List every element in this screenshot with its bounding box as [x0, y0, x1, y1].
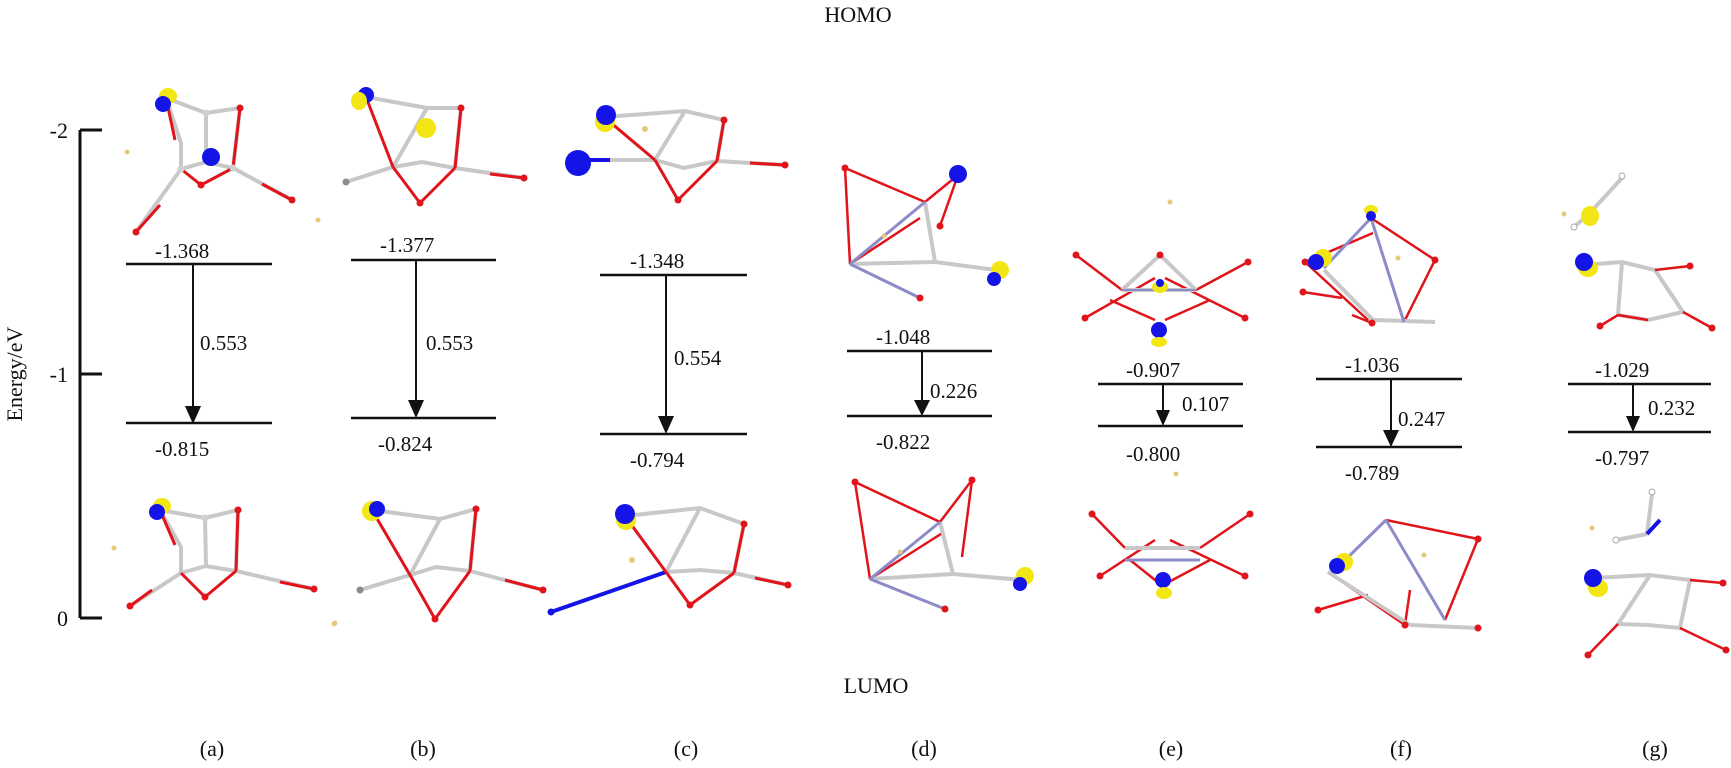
lumo-value: -0.815 — [155, 437, 209, 461]
gap-arrowhead — [914, 400, 930, 416]
gap-arrowhead — [1383, 430, 1399, 447]
panel-g: -1.029 -0.797 0.232 (g) — [1568, 358, 1711, 761]
homo-value: -0.907 — [1126, 358, 1180, 382]
molecule-d-lumo — [851, 476, 1034, 613]
lumo-value: -0.797 — [1595, 446, 1649, 470]
homo-title: HOMO — [824, 2, 891, 27]
panel-label: (f) — [1390, 736, 1412, 761]
homo-value: -1.048 — [876, 325, 930, 349]
panel-b: -1.377 -0.824 0.553 (b) — [351, 233, 496, 761]
molecule-e-homo — [1072, 199, 1252, 347]
molecule-a-lumo — [111, 498, 337, 627]
molecule-g-lumo — [1584, 488, 1730, 659]
axis-label: Energy/eV — [2, 326, 27, 421]
panel-label: (c) — [674, 736, 698, 761]
gap-value: 0.553 — [200, 331, 247, 355]
panel-a: -1.368 -0.815 0.553 (a) — [126, 239, 272, 761]
molecule-d-homo — [841, 164, 1009, 302]
lumo-value: -0.824 — [378, 432, 433, 456]
panel-e: -0.907 -0.800 0.107 (e) — [1098, 358, 1243, 761]
axis-tick-label: -1 — [50, 362, 68, 387]
axis-tick-label: 0 — [57, 606, 68, 631]
panel-label: (g) — [1642, 736, 1668, 761]
molecule-g-homo — [1561, 172, 1716, 332]
panel-label: (b) — [410, 736, 436, 761]
molecule-a-homo — [124, 88, 321, 236]
homo-value: -1.368 — [155, 239, 209, 263]
gap-arrowhead — [1626, 416, 1640, 432]
molecule-f-homo — [1299, 205, 1439, 327]
gap-value: 0.226 — [930, 379, 977, 403]
panel-label: (a) — [200, 736, 224, 761]
gap-arrowhead — [658, 416, 674, 434]
panel-label: (e) — [1159, 736, 1183, 761]
molecule-drawings — [111, 87, 1730, 659]
panel-c: -1.348 -0.794 0.554 (c) — [600, 249, 747, 761]
axis-tick-label: -2 — [50, 118, 68, 143]
molecule-b-homo — [342, 87, 528, 207]
gap-value: 0.247 — [1398, 407, 1445, 431]
molecule-c-lumo — [547, 504, 792, 616]
energy-axis: -2 -1 0 Energy/eV — [2, 118, 102, 631]
homo-value: -1.377 — [380, 233, 434, 257]
homo-value: -1.029 — [1595, 358, 1649, 382]
molecule-b-lumo — [332, 501, 547, 626]
panel-f: -1.036 -0.789 0.247 (f) — [1316, 353, 1462, 761]
gap-value: 0.553 — [426, 331, 473, 355]
homo-value: -1.036 — [1345, 353, 1399, 377]
lumo-title: LUMO — [844, 673, 909, 698]
molecule-c-homo — [565, 105, 789, 204]
panels: -1.368 -0.815 0.553 (a) -1.377 -0.824 0.… — [126, 233, 1711, 761]
lumo-value: -0.800 — [1126, 442, 1180, 466]
homo-value: -1.348 — [630, 249, 684, 273]
lumo-value: -0.822 — [876, 430, 930, 454]
gap-value: 0.232 — [1648, 396, 1695, 420]
panel-label: (d) — [911, 736, 937, 761]
lumo-value: -0.789 — [1345, 461, 1399, 485]
molecule-f-lumo — [1314, 518, 1482, 632]
panel-d: -1.048 -0.822 0.226 (d) — [847, 325, 992, 761]
molecule-e-lumo — [1088, 471, 1254, 599]
gap-arrowhead — [1156, 410, 1170, 426]
gap-value: 0.554 — [674, 346, 722, 370]
gap-arrowhead — [408, 400, 424, 418]
gap-value: 0.107 — [1182, 392, 1229, 416]
lumo-value: -0.794 — [630, 448, 685, 472]
gap-arrowhead — [185, 406, 201, 424]
